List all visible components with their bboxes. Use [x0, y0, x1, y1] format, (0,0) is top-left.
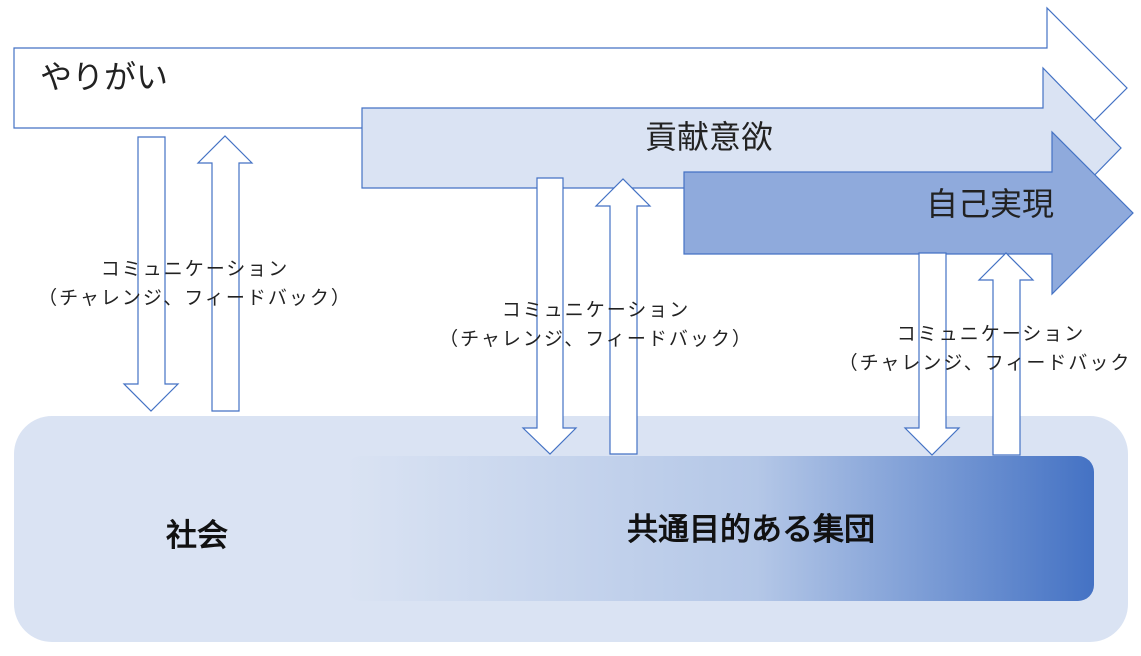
comm-label-3-line2: （チャレンジ、フィードバック: [839, 352, 1132, 374]
society-label: 社会: [166, 518, 228, 554]
jiko-arrow: [683, 130, 1134, 296]
group-label: 共通目的ある集団: [627, 512, 875, 548]
comm-down-arrow-3: [903, 252, 961, 456]
comm-down-arrow-2: [521, 177, 578, 455]
comm-up-arrow-3: [977, 252, 1035, 456]
group-box: [345, 456, 1094, 601]
comm-up-arrow-2: [594, 178, 652, 455]
comm-up-arrow-1: [196, 135, 254, 412]
comm-label-3-line1: コミュニケーション: [897, 323, 1086, 345]
jiko-label: 自己実現: [926, 185, 1054, 223]
comm-label-2-line1: コミュニケーション: [502, 299, 691, 321]
comm-label-1-line2: （チャレンジ、フィードバック）: [38, 287, 352, 309]
kouken-label: 貢献意欲: [645, 118, 773, 156]
yarigai-label: やりがい: [40, 58, 168, 96]
comm-label-1-line1: コミュニケーション: [101, 258, 290, 280]
comm-down-arrow-1: [122, 136, 180, 412]
comm-label-2-line2: （チャレンジ、フィードバック）: [439, 328, 753, 350]
